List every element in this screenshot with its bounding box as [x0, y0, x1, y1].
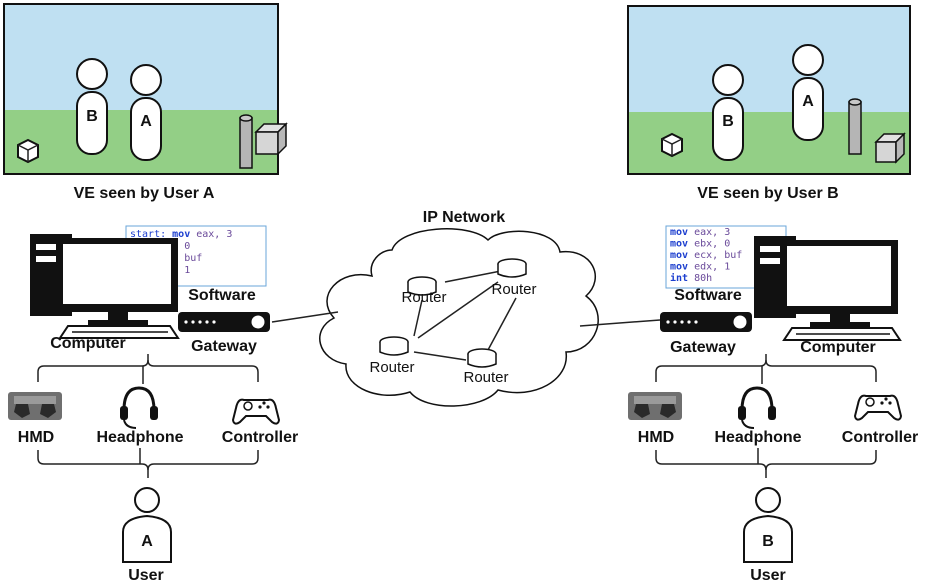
svg-text:B: B	[762, 533, 774, 550]
svg-text:A: A	[140, 113, 152, 130]
code-line: mov ecx, buf	[670, 250, 742, 261]
hmd-icon-left	[8, 392, 62, 420]
cube-icon	[17, 138, 39, 164]
svg-text:A: A	[141, 533, 153, 550]
headphone-label-right: Headphone	[714, 429, 801, 446]
headphone-icon-left	[120, 386, 158, 429]
router-icon	[379, 336, 409, 356]
avatar-b: B	[712, 64, 744, 161]
computer-icon-left	[30, 234, 180, 339]
computer-label-left: Computer	[50, 335, 126, 352]
router-label: Router	[491, 281, 536, 298]
controller-icon-right	[853, 394, 903, 421]
user-label-right: User	[750, 567, 786, 584]
code-line: mov ebx, 0	[670, 239, 730, 250]
gateway-label-right: Gateway	[670, 339, 736, 356]
cube-icon	[661, 132, 683, 158]
ve-scene-user-b: B A	[627, 5, 911, 175]
router-icon	[407, 276, 437, 296]
headphone-label-left: Headphone	[96, 429, 183, 446]
link-gateway-right	[579, 319, 661, 327]
hmd-label-right: HMD	[638, 429, 674, 446]
router-label: Router	[463, 369, 508, 386]
network-label: IP Network	[423, 209, 506, 226]
controller-label-right: Controller	[842, 429, 918, 446]
user-a-icon: A	[122, 487, 172, 563]
cylinder-object	[848, 98, 862, 155]
ip-network-cloud	[319, 228, 599, 407]
ve-label-user-a: VE seen by User A	[74, 185, 215, 202]
gateway-icon-left	[178, 312, 270, 332]
gateway-icon-right	[660, 312, 752, 332]
connector-left-top	[37, 354, 149, 382]
controller-label-left: Controller	[222, 429, 298, 446]
user-b-icon: B	[743, 487, 793, 563]
computer-label-right: Computer	[800, 339, 876, 356]
avatar-a: A	[792, 44, 824, 141]
router-label: Router	[401, 289, 446, 306]
router-label: Router	[369, 359, 414, 376]
computer-icon-right	[754, 236, 902, 341]
ve-label-user-b: VE seen by User B	[697, 185, 838, 202]
hmd-icon-right	[628, 392, 682, 420]
gateway-label-left: Gateway	[191, 338, 257, 355]
user-label-left: User	[128, 567, 164, 584]
code-line: mov edx, 1	[670, 262, 730, 273]
code-line: start: mov eax, 3	[130, 229, 232, 240]
code-line: mov eax, 3	[670, 227, 730, 238]
box-object	[254, 122, 288, 156]
code-line: int 80h	[670, 272, 712, 284]
svg-text:B: B	[722, 113, 734, 130]
avatar-b: B	[76, 58, 108, 155]
software-label-left: Software	[188, 287, 256, 304]
svg-text:A: A	[802, 93, 814, 110]
headphone-icon-right	[738, 386, 776, 429]
svg-text:B: B	[86, 108, 98, 125]
router-icon	[497, 258, 527, 278]
ve-scene-user-a: B A	[3, 3, 288, 175]
router-icon	[467, 348, 497, 368]
controller-icon-left	[231, 398, 281, 425]
cylinder-object	[239, 114, 253, 169]
hmd-label-left: HMD	[18, 429, 54, 446]
box-object	[874, 132, 906, 164]
software-label-right: Software	[674, 287, 742, 304]
link-gateway-left	[271, 311, 339, 323]
avatar-a: A	[130, 64, 162, 161]
